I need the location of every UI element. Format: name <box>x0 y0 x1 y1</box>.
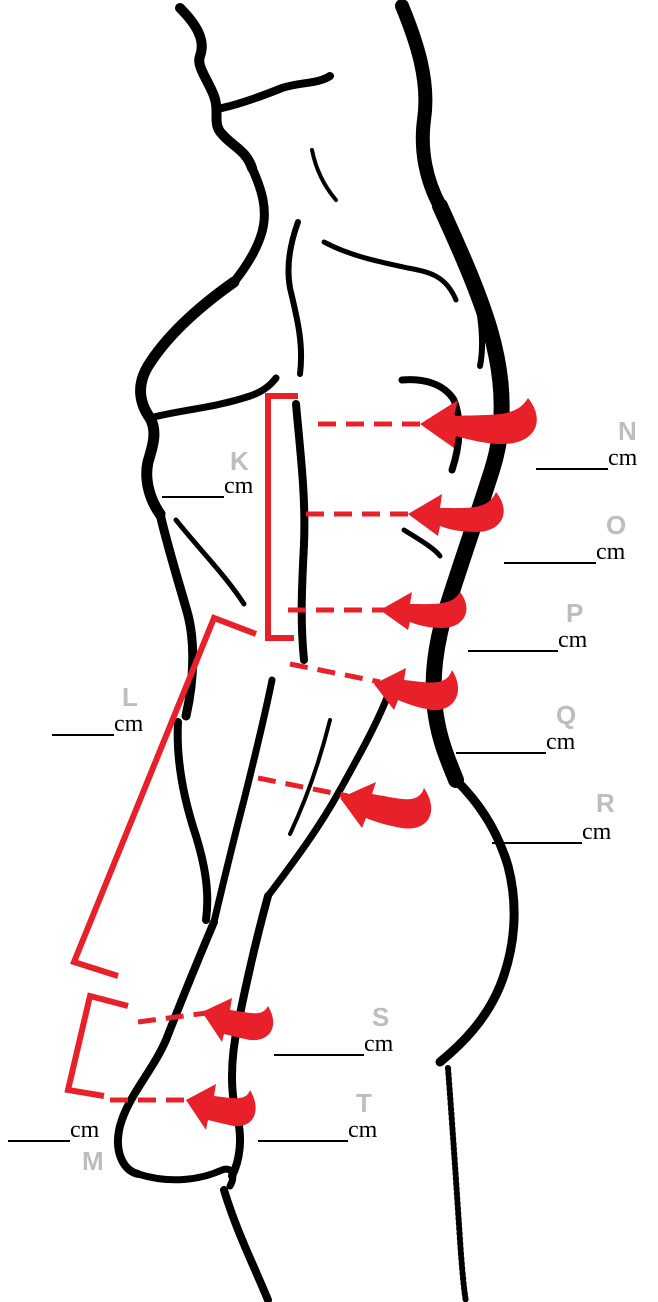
blank-s[interactable] <box>274 1034 364 1056</box>
unit-o: cm <box>596 540 625 564</box>
label-s-letter: S <box>372 1004 389 1030</box>
field-k[interactable]: cm <box>162 474 253 498</box>
blank-n[interactable] <box>536 448 608 470</box>
dash-s <box>138 1012 214 1022</box>
label-n-letter: N <box>618 418 637 444</box>
dash-r <box>258 778 348 796</box>
blank-o[interactable] <box>504 542 596 564</box>
bracket-m <box>68 996 128 1096</box>
label-o-letter: O <box>606 512 626 538</box>
arrow-q-icon <box>374 668 458 710</box>
dash-q <box>290 664 380 682</box>
blank-l[interactable] <box>52 714 114 736</box>
field-t[interactable]: cm <box>258 1118 377 1142</box>
unit-q: cm <box>546 730 575 754</box>
unit-r: cm <box>582 820 611 844</box>
arrow-t-icon <box>186 1084 256 1130</box>
label-p-letter: P <box>566 600 583 626</box>
field-s[interactable]: cm <box>274 1032 393 1056</box>
arrow-n-icon <box>420 398 537 448</box>
label-t-letter: T <box>356 1090 372 1116</box>
arrow-p-icon <box>380 592 466 630</box>
label-r-letter: R <box>596 790 615 816</box>
arrow-o-icon <box>408 492 504 536</box>
blank-p[interactable] <box>468 630 558 652</box>
unit-t: cm <box>348 1118 377 1142</box>
unit-n: cm <box>608 446 637 470</box>
blank-q[interactable] <box>456 732 546 754</box>
label-l-letter: L <box>122 684 138 710</box>
unit-m: cm <box>70 1118 99 1142</box>
field-n[interactable]: cm <box>536 446 637 470</box>
blank-m[interactable] <box>8 1120 70 1142</box>
field-l[interactable]: cm <box>52 712 143 736</box>
field-r[interactable]: cm <box>492 820 611 844</box>
arrow-r-icon <box>340 782 431 829</box>
blank-k[interactable] <box>162 476 224 498</box>
field-m[interactable]: cm <box>8 1118 99 1142</box>
unit-k: cm <box>224 474 253 498</box>
label-k-letter: K <box>230 448 249 474</box>
label-m-letter: M <box>82 1148 104 1174</box>
blank-t[interactable] <box>258 1120 348 1142</box>
blank-r[interactable] <box>492 822 582 844</box>
arrow-s-icon <box>202 998 273 1042</box>
unit-p: cm <box>558 628 587 652</box>
bracket-k <box>268 396 298 638</box>
field-o[interactable]: cm <box>504 540 625 564</box>
label-q-letter: Q <box>556 702 576 728</box>
field-p[interactable]: cm <box>468 628 587 652</box>
unit-s: cm <box>364 1032 393 1056</box>
unit-l: cm <box>114 712 143 736</box>
bracket-l <box>74 618 256 976</box>
field-q[interactable]: cm <box>456 730 575 754</box>
